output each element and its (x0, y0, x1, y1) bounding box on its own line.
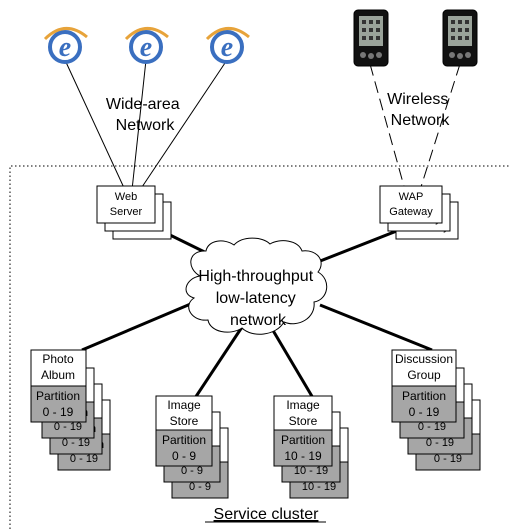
svg-text:e: e (140, 32, 152, 63)
browser-e-icon: e (124, 27, 169, 64)
pda-icon (442, 9, 478, 67)
core-network-label: High-throughput low-latency network (198, 268, 317, 329)
svg-text:e: e (59, 32, 71, 63)
svg-text:e: e (221, 32, 233, 63)
pda-icon (353, 9, 389, 67)
core-network-cloud: High-throughput low-latency network (185, 237, 328, 335)
wan-link-1 (64, 59, 126, 191)
wan-link-3 (139, 59, 228, 191)
wide-area-network-label: Wide-area Network (106, 96, 184, 134)
browser-e-icon: e (205, 27, 250, 64)
cluster-boundary (9, 165, 510, 529)
wireless-link-2 (419, 63, 461, 191)
browser-e-icon: e (43, 27, 88, 64)
service-cluster-label: Service cluster (214, 506, 320, 523)
wan-link-2 (131, 59, 147, 191)
wireless-network-label: Wireless Network (387, 91, 453, 129)
wireless-link-1 (369, 63, 406, 191)
